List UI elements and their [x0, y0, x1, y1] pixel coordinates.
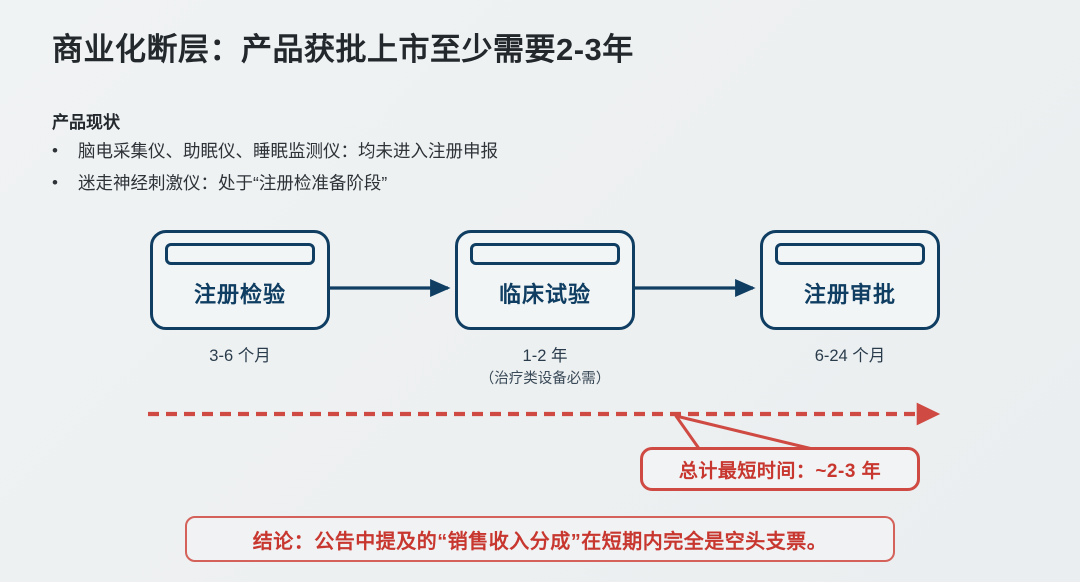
bullet-dot-icon: •: [52, 173, 58, 192]
flow-node-clinical-trial[interactable]: 临床试验: [455, 230, 635, 330]
list-item-label: 迷走神经刺激仪：处于“注册检准备阶段”: [78, 173, 388, 193]
flow-node-duration: 3-6 个月: [209, 347, 271, 365]
total-time-callout: 总计最短时间：~2-3 年: [640, 447, 920, 491]
node-slot-decoration: [470, 243, 620, 265]
list-item: • 脑电采集仪、助眠仪、睡眠监测仪：均未进入注册申报: [52, 140, 952, 172]
conclusion-banner: 结论：公告中提及的“销售收入分成”在短期内完全是空头支票。: [185, 516, 895, 562]
flow-node-label: 临床试验: [498, 282, 591, 307]
page-title: 商业化断层：产品获批上市至少需要2-3年: [52, 32, 634, 67]
flow-node-registration-approval[interactable]: 注册审批: [760, 230, 940, 330]
flow-node-label: 注册检验: [193, 282, 286, 307]
flow-node-caption: 6-24 个月: [720, 344, 980, 369]
node-slot-decoration: [775, 243, 925, 265]
bullet-dot-icon: •: [52, 141, 58, 160]
flow-node-caption: 1-2 年 （治疗类设备必需）: [415, 344, 675, 391]
list-item-label: 脑电采集仪、助眠仪、睡眠监测仪：均未进入注册申报: [78, 141, 498, 161]
node-slot-decoration: [165, 243, 315, 265]
flow-node-registration-test[interactable]: 注册检验: [150, 230, 330, 330]
flow-node-caption: 3-6 个月: [110, 344, 370, 369]
status-section-heading: 产品现状: [52, 113, 120, 132]
flow-node-duration: 6-24 个月: [814, 347, 886, 365]
status-bullet-list: • 脑电采集仪、助眠仪、睡眠监测仪：均未进入注册申报 • 迷走神经刺激仪：处于“…: [52, 140, 952, 204]
list-item: • 迷走神经刺激仪：处于“注册检准备阶段”: [52, 172, 952, 204]
flow-node-duration: 1-2 年: [522, 347, 568, 365]
flow-node-note: （治疗类设备必需）: [479, 370, 611, 387]
flow-node-label: 注册审批: [803, 282, 896, 307]
